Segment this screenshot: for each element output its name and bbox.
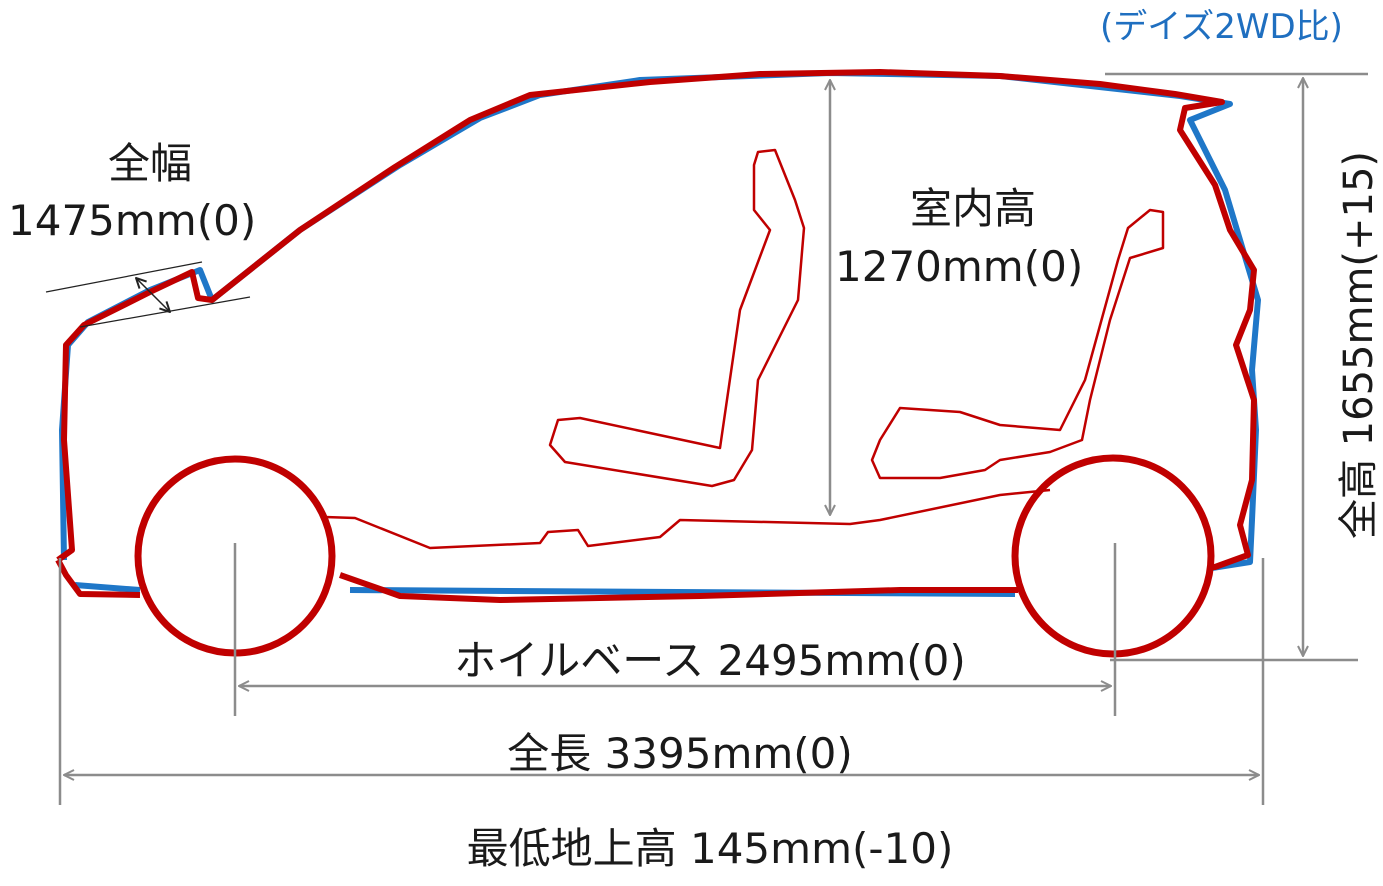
- interior-height-value: 1270mm(0): [835, 242, 1084, 291]
- rear-wheel: [1011, 454, 1215, 658]
- width-value: 1475mm(0): [8, 196, 257, 245]
- overall-height-label: 全高 1655mm(+15): [1336, 150, 1382, 540]
- wheelbase-dimension: [233, 543, 1117, 716]
- floor-outline: [324, 488, 1051, 550]
- interior-height-title: 室内高: [909, 184, 1036, 233]
- width-title: 全幅: [107, 139, 192, 188]
- overall-height-dimension: [1105, 72, 1368, 662]
- overall-length-label: 全長 3395mm(0): [507, 729, 853, 778]
- front-seat: [548, 148, 806, 488]
- rear-seat: [870, 208, 1165, 480]
- overall-length-dimension: [58, 558, 1265, 805]
- comparison-note: (デイズ2WD比): [1100, 7, 1343, 47]
- ground-clearance-label: 最低地上高 145mm(-10): [466, 824, 954, 873]
- width-indicator: [45, 261, 251, 328]
- wheelbase-label: ホイルベース 2495mm(0): [454, 636, 966, 685]
